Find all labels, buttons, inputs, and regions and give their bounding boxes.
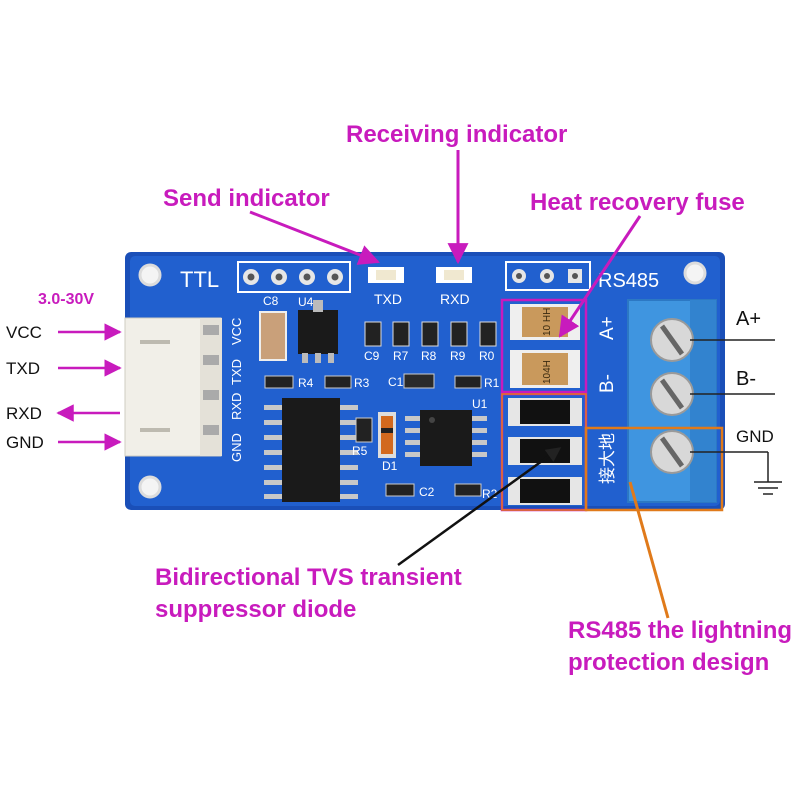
ttl-connector <box>124 317 222 457</box>
receiving-indicator-label: Receiving indicator <box>346 121 567 148</box>
tvs-pointer <box>397 446 562 567</box>
term-label-a: A+ <box>597 316 618 340</box>
send-indicator-label: Send indicator <box>163 185 330 212</box>
capacitor-c8 <box>259 311 287 361</box>
component-refs: C8 U4 C9 R7 R8 R9 R0 R4 R3 C1 R1 U1 R5 D… <box>263 294 500 501</box>
fuse-pointer <box>558 215 642 338</box>
conn-label-txd: TXD <box>229 359 244 385</box>
chip-left <box>264 398 358 502</box>
ref-c1: C1 <box>388 375 404 389</box>
ref-r4: R4 <box>298 376 314 390</box>
pcb-board: TTL RS485 TXD RXD GND RXD TXD VCC A+ B- … <box>124 252 725 510</box>
smd-row <box>264 373 482 389</box>
terminal-block <box>627 299 717 503</box>
terminal-screws <box>650 318 694 474</box>
rxd-led <box>436 267 472 283</box>
regulator-u4 <box>298 300 338 363</box>
ref-r9: R9 <box>450 349 466 363</box>
heat-fuse-label: Heat recovery fuse <box>530 189 745 216</box>
ref-c2: C2 <box>419 485 435 499</box>
fuse-highlight-box <box>500 298 588 394</box>
diode-d1 <box>378 412 396 458</box>
lightning-label-line2: protection design <box>568 649 769 676</box>
rxd-led-label: RXD <box>440 291 470 307</box>
conn-label-rxd: RXD <box>229 393 244 420</box>
term-label-earth: 接大地 <box>598 433 617 484</box>
rxd-pin-label: RXD <box>6 404 42 423</box>
resistor-row <box>364 321 497 347</box>
txd-led-label: TXD <box>374 291 402 307</box>
ref-c8: C8 <box>263 294 279 308</box>
txd-pin-label: TXD <box>6 359 40 378</box>
ttl-silk-label: TTL <box>180 267 219 292</box>
send-pointer <box>249 210 380 265</box>
conn-label-vcc: VCC <box>229 318 244 345</box>
ref-r5: R5 <box>352 444 368 458</box>
b-minus-label: B- <box>736 368 756 390</box>
tvs-label-line1: Bidirectional TVS transient <box>155 564 462 591</box>
chip-u1 <box>405 410 487 466</box>
ref-r7: R7 <box>393 349 409 363</box>
term-label-b: B- <box>597 374 618 393</box>
ttl-header-pads <box>237 261 351 293</box>
ref-u1: U1 <box>472 397 488 411</box>
a-plus-label: A+ <box>736 308 761 330</box>
fuse-mark-upper: 10 HH <box>542 308 553 336</box>
tvs-diodes <box>508 398 582 505</box>
ref-c9: C9 <box>364 349 380 363</box>
supply-voltage-label: 3.0-30V <box>38 291 94 308</box>
lightning-pointer <box>628 481 670 619</box>
gnd-right-label: GND <box>736 427 774 446</box>
rs485-header-pads <box>505 261 591 291</box>
fuse-mark-lower: 104H <box>542 360 553 384</box>
ref-u4: U4 <box>298 295 314 309</box>
tvs-label-line2: suppressor diode <box>155 596 356 623</box>
rs485-silk-label: RS485 <box>598 270 659 292</box>
ref-r8: R8 <box>421 349 437 363</box>
lightning-label-line1: RS485 the lightning <box>568 617 792 644</box>
ref-r0: R0 <box>479 349 495 363</box>
conn-label-gnd: GND <box>229 433 244 462</box>
earth-ground-icon <box>690 451 782 495</box>
ref-r3: R3 <box>354 376 370 390</box>
ref-r2: R2 <box>482 487 498 501</box>
vcc-pin-label: VCC <box>6 323 42 342</box>
gnd-pin-label: GND <box>6 433 44 452</box>
txd-led <box>368 267 404 283</box>
fuse-lower <box>510 350 580 388</box>
ref-r1: R1 <box>484 376 500 390</box>
lightning-box-right <box>584 426 724 512</box>
ref-d1: D1 <box>382 459 398 473</box>
smd-bottom <box>355 417 482 497</box>
